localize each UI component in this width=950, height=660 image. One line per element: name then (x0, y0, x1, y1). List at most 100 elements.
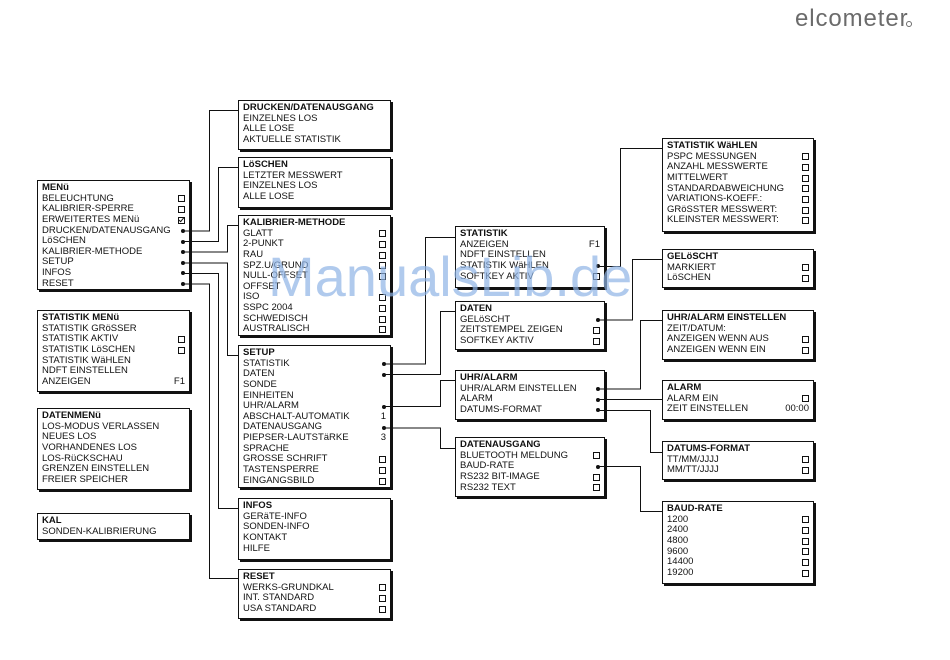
menu-item-value: F1 (173, 375, 185, 387)
submenu-bullet-icon (181, 239, 185, 244)
menu-item-label: PIEPSER-LAUTSTäRKE (243, 432, 349, 444)
elcometer-logo: elcometer (795, 5, 909, 32)
menu-item: GLATT (243, 227, 386, 240)
menu-item-label: GRENZEN EINSTELLEN (42, 463, 150, 475)
checkbox-icon (379, 262, 386, 270)
menu-item: LOS-RüCKSCHAU (42, 453, 185, 465)
menu-item-label: BELEUCHTUNG (42, 192, 114, 204)
submenu-bullet-icon (596, 408, 600, 413)
connector-setup (183, 262, 238, 356)
menu-item-label: EINZELNES LOS (243, 112, 318, 124)
menu-item-label: MM/TT/JJJJ (667, 464, 719, 476)
menu-item: VARIATIONS-KOEFF.: (667, 194, 809, 205)
menu-title: SETUP (243, 347, 275, 358)
checkbox-icon (802, 559, 809, 567)
checkbox-icon (802, 395, 809, 403)
connector-daten (384, 311, 455, 375)
menu-item-label: RAU (243, 248, 264, 260)
menu-item-label: ALARM (460, 393, 493, 405)
checkbox-icon (802, 516, 809, 524)
menu-item: ALLE LOSE (243, 124, 386, 135)
menu-item-label: ANZAHL MESSWERTE (667, 161, 768, 173)
registered-mark-icon (906, 21, 912, 27)
menu-item-label: 14400 (667, 556, 694, 568)
menu-item: EINHEITEN (243, 390, 386, 402)
menu-item: NDFT EINSTELLEN (460, 250, 600, 261)
menu-item: KONTAKT (243, 532, 386, 544)
menu-item-label: MARKIERT (667, 261, 716, 273)
submenu-bullet-icon (181, 228, 185, 233)
menu-item: 4800 (667, 535, 809, 547)
menu-item-label: ANZEIGEN WENN EIN (667, 343, 766, 355)
checkbox-icon (178, 346, 185, 354)
menu-item: SONDEN-INFO (243, 522, 386, 533)
connector-kalibrier-methode (183, 225, 238, 253)
menu-item: LöSCHEN (667, 273, 809, 284)
menu-item: PSPC MESSUNGEN (667, 150, 809, 163)
submenu-bullet-icon (596, 464, 600, 469)
menu-item-label: SSPC 2004 (243, 302, 293, 314)
menu-item: ANZEIGEN F1 (42, 375, 185, 388)
checked-checkbox-icon (178, 216, 185, 224)
menu-title: ALARM (667, 382, 702, 393)
menu-item-value: 3 (380, 432, 386, 444)
menu-title: STATISTIK WäHLEN (667, 140, 758, 151)
checkbox-icon (379, 251, 386, 259)
connector-geloescht (598, 259, 662, 321)
menu-item-label: GLATT (243, 227, 273, 239)
checkbox-icon (802, 275, 809, 283)
menu-title: MENü (42, 182, 69, 193)
menu-item: EINZELNES LOS (243, 112, 386, 125)
menu-item-label: DATENAUSGANG (243, 421, 323, 433)
menu-item: INT. STANDARD (243, 593, 386, 604)
menu-item-label: BAUD-RATE (460, 460, 515, 472)
menu-item: MITTELWERT (667, 172, 809, 184)
menu-item-label: PSPC MESSUNGEN (667, 150, 757, 162)
checkbox-icon (802, 185, 809, 193)
submenu-bullet-icon (596, 264, 600, 269)
menu-title: DATUMS-FORMAT (667, 443, 751, 454)
menu-item-label: SPZ.U/GRUND (243, 259, 309, 271)
submenu-bullet-icon (382, 361, 386, 366)
menu-item: GERäTE-INFO (243, 511, 386, 523)
menu-item-label: OFFSET (243, 280, 281, 292)
connector-drucken (183, 110, 238, 232)
checkbox-icon (379, 315, 386, 323)
menu-item-label: ISO (243, 291, 260, 303)
menu-item-label: STATISTIK WäHLEN (42, 354, 131, 366)
menu-item-label: STATISTIK LöSCHEN (42, 343, 136, 355)
menu-item: DATUMS-FORMAT (460, 404, 600, 416)
menu-item: STATISTIK LöSCHEN (42, 343, 185, 356)
connector-baud-rate (598, 466, 662, 512)
menu-item: RS232 TEXT (460, 482, 600, 494)
checkbox-icon (802, 217, 809, 225)
checkbox-icon (802, 264, 809, 272)
menu-item-value: 00:00 (785, 403, 809, 415)
submenu-bullet-icon (382, 404, 386, 409)
menu-item-label: INFOS (42, 267, 72, 279)
submenu-bullet-icon (382, 372, 386, 377)
menu-item: RESET (42, 278, 185, 290)
menu-item-label: KALIBRIER-METHODE (42, 245, 143, 257)
checkbox-icon (802, 206, 809, 214)
menu-item-label: FREIER SPEICHER (42, 473, 129, 485)
menu-item-label: ALLE LOSE (243, 123, 295, 135)
menu-item: SONDE (243, 379, 386, 391)
menu-title: UHR/ALARM (460, 372, 518, 383)
menu-item: AUSTRALISCH (243, 324, 386, 335)
menu-item-label: GELöSCHT (460, 313, 511, 325)
menu-item-label: ANZEIGEN (42, 375, 91, 387)
menu-item: STATISTIK GRöSSER (42, 323, 185, 335)
submenu-bullet-icon (181, 250, 185, 255)
menu-item: AKTUELLE STATISTIK (243, 134, 386, 146)
menu-item: 1200 (667, 514, 809, 526)
menu-title: STATISTIK (460, 228, 508, 239)
menu-item: SOFTKEY AKTIV (460, 335, 600, 347)
